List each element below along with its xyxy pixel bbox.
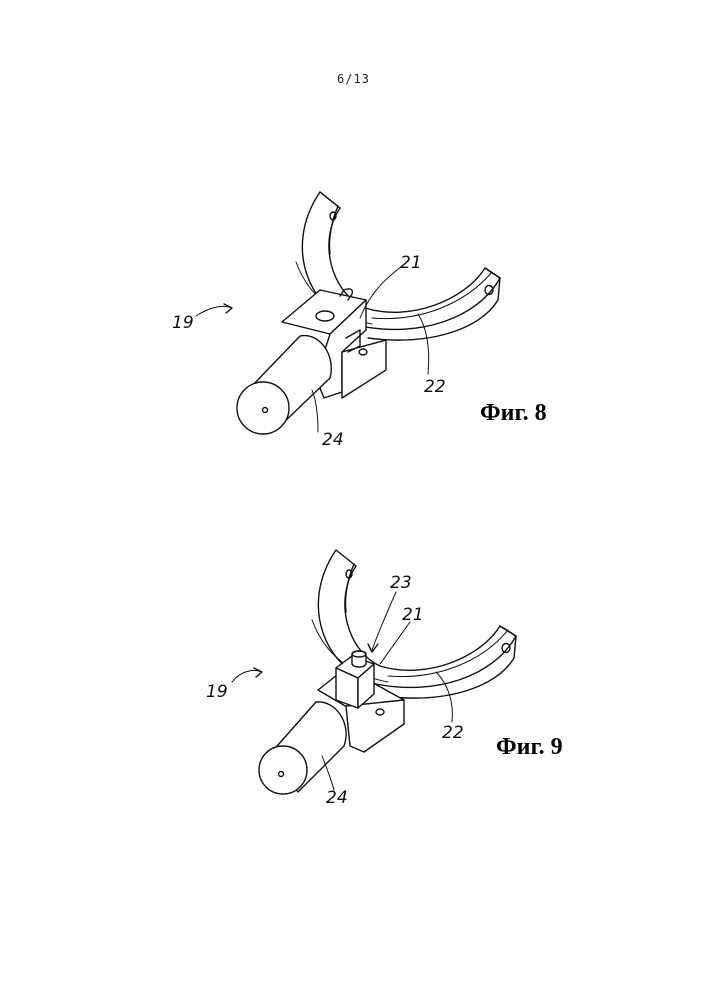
figure-8-caption: Фиг. 8	[480, 400, 547, 426]
ref-19: 19	[172, 313, 194, 333]
ref-24: 24	[322, 430, 344, 450]
motor-24	[259, 702, 346, 794]
ref-24: 24	[326, 788, 348, 808]
ref-22: 22	[442, 723, 464, 743]
ref-23: 23	[390, 573, 412, 593]
ref-21: 21	[402, 605, 424, 625]
ref-19: 19	[206, 682, 228, 702]
figure-9-caption: Фиг. 9	[496, 734, 563, 760]
ref-21: 21	[400, 253, 422, 273]
ref-22: 22	[424, 377, 446, 397]
figure-8: 19 21 22 24 Фиг. 8	[172, 192, 547, 450]
figure-9: 19 23 21 22 24 Фиг. 9	[206, 550, 563, 808]
